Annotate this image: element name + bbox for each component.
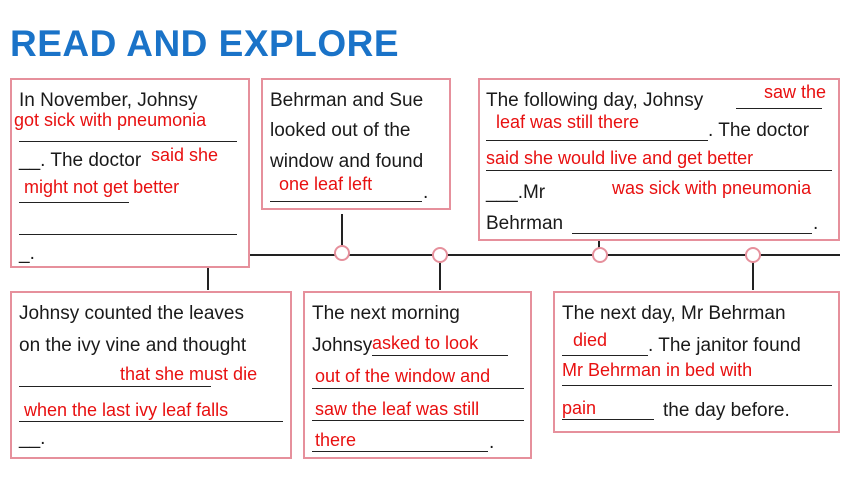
box5-blank2 <box>312 388 524 389</box>
timeline-node <box>592 247 608 263</box>
box6-answer3: pain <box>562 398 597 418</box>
timeline-node <box>334 245 350 261</box>
box6-line4: the day before. <box>663 400 790 421</box>
box4-blank1 <box>19 386 211 387</box>
box6-line2: . The janitor found <box>648 335 801 356</box>
box1-fill1: __. The doctor <box>19 150 142 171</box>
box2-line2: looked out of the <box>270 120 411 141</box>
event-box-2 <box>261 78 451 210</box>
page-title: READ AND EXPLORE <box>10 23 400 64</box>
box6-blank2 <box>562 385 832 386</box>
box4-line1: Johnsy counted the leaves <box>19 303 244 324</box>
box1-line1: In November, Johnsy <box>19 90 198 111</box>
box4-line2: on the ivy vine and thought <box>19 335 247 356</box>
box3-blank4 <box>572 233 812 234</box>
box3-line1: The following day, Johnsy <box>486 90 704 111</box>
box5-answer1: asked to look <box>372 333 479 353</box>
box5-answer4: there <box>315 430 357 450</box>
box5-line1: The next morning <box>312 303 460 324</box>
box3-answer2: leaf was still there <box>496 112 640 132</box>
box3-blank2 <box>486 140 708 141</box>
box1-answer2b: might not get better <box>24 177 180 197</box>
box3-line5: Behrman <box>486 213 564 234</box>
box3-blank3 <box>486 170 832 171</box>
box1-blank4 <box>19 234 237 235</box>
timeline-tick <box>207 256 209 290</box>
box3-answer3: said she would live and get better <box>486 148 754 168</box>
box1-answer2a: said she <box>151 145 219 165</box>
box3-line4: ___.Mr <box>486 182 546 203</box>
box5-blank1 <box>372 355 508 356</box>
box3-line2: . The doctor <box>708 120 810 141</box>
box5-answer2: out of the window and <box>315 366 491 386</box>
box2-end: . <box>423 182 429 203</box>
box3-answer1: saw the <box>764 82 827 102</box>
box2-answer: one leaf left <box>279 174 373 194</box>
timeline-line <box>18 254 840 256</box>
box3-end: . <box>813 213 819 234</box>
box4-blank2 <box>19 421 283 422</box>
event-box-4 <box>10 291 292 459</box>
box5-blank3 <box>312 420 524 421</box>
box5-blank4 <box>312 451 488 452</box>
box2-line3: window and found <box>270 151 424 172</box>
box4-end: __. <box>19 428 46 449</box>
event-box-1 <box>10 78 250 268</box>
box6-blank1 <box>562 355 648 356</box>
box1-blank3 <box>19 202 129 203</box>
event-box-6 <box>553 291 840 433</box>
timeline-tick <box>752 256 754 290</box>
box6-line1: The next day, Mr Behrman <box>562 303 786 324</box>
timeline-tick <box>439 256 441 290</box>
timeline-tick <box>341 214 343 254</box>
box4-answer2: when the last ivy leaf falls <box>24 400 229 420</box>
timeline-node <box>432 247 448 263</box>
box1-blank1 <box>19 141 237 142</box>
box3-blank1 <box>736 108 822 109</box>
box6-blank3 <box>562 419 654 420</box>
box1-answer1: got sick with pneumonia <box>14 110 207 130</box>
box4-answer1: that she must die <box>120 364 258 384</box>
box6-answer2: Mr Behrman in bed with <box>562 360 753 380</box>
box1-end: _. <box>19 243 35 264</box>
box5-line2: Johnsy <box>312 335 373 356</box>
box2-line1: Behrman and Sue <box>270 90 424 111</box>
event-box-5 <box>303 291 532 459</box>
event-box-3 <box>478 78 840 241</box>
box3-answer4: was sick with pneumonia <box>612 178 812 198</box>
box5-answer3: saw the leaf was still <box>315 399 480 419</box>
box6-answer1: died <box>573 330 608 350</box>
timeline-node <box>745 247 761 263</box>
box5-end: . <box>489 432 495 453</box>
box2-blank <box>270 201 422 202</box>
